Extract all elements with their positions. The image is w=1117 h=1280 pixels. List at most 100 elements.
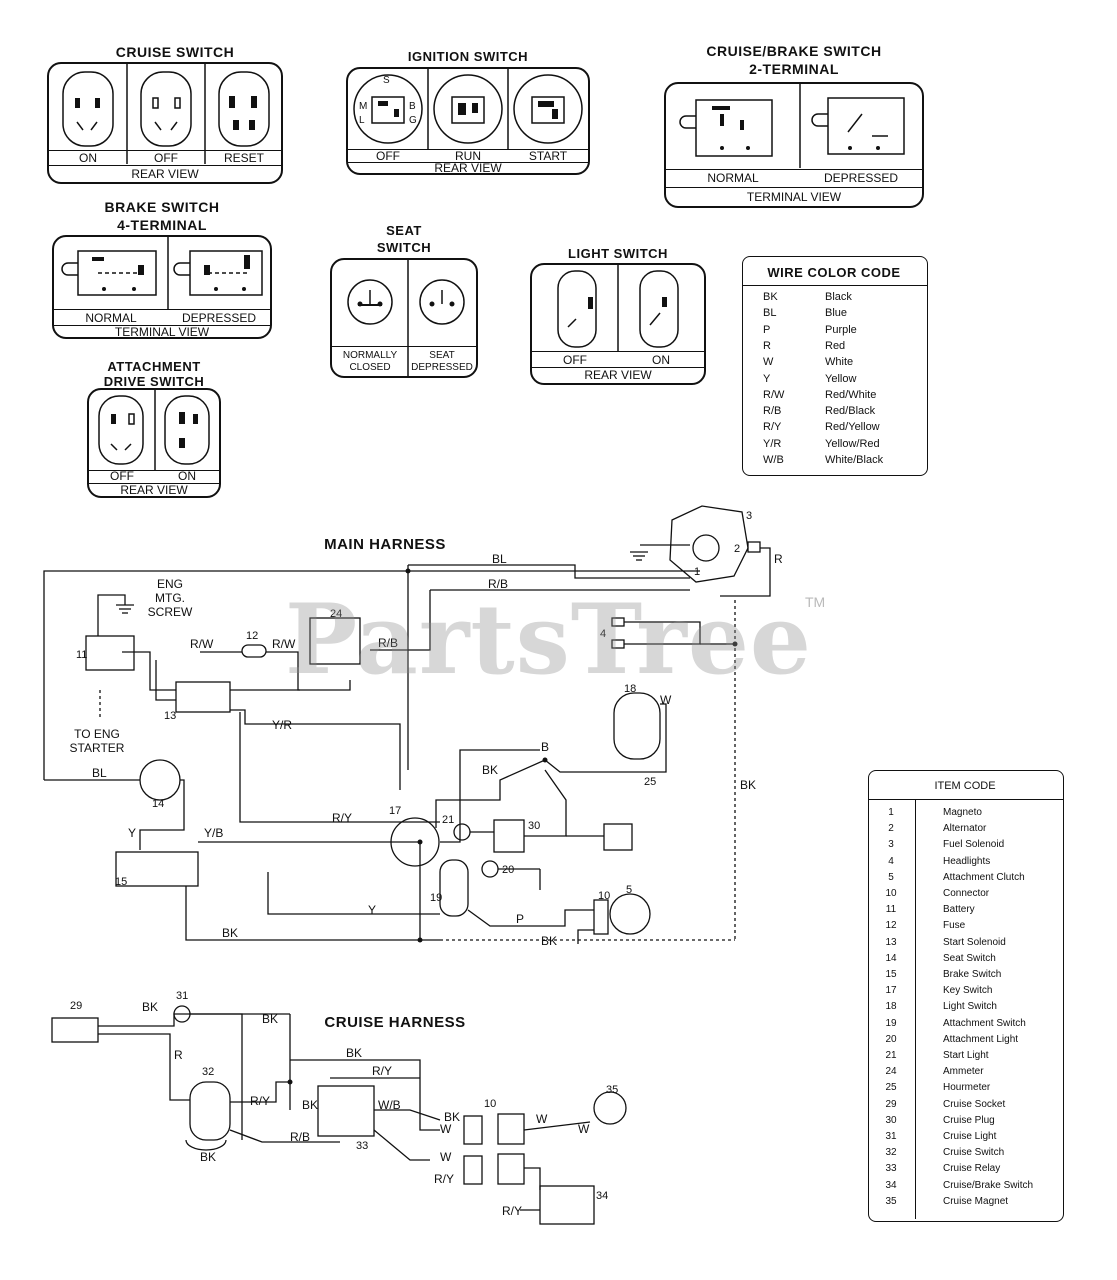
ignition-state-run: RUN [455, 149, 481, 163]
wire-label-bk-right: BK [740, 778, 757, 792]
item-12-label: 12 [246, 630, 259, 642]
seat-switch-symbol [139, 759, 181, 801]
item-code-name: Hourmeter [943, 1082, 991, 1094]
item-code-number: 30 [885, 1114, 897, 1126]
item-14-label: 14 [152, 798, 165, 810]
item-code-name: Connector [943, 888, 990, 899]
wire-color-code: R/Y [763, 421, 782, 434]
eng-mtg-label-3: SCREW [147, 605, 193, 619]
wire-color-code: R/B [763, 405, 782, 418]
wire-label-y-bottom: Y [368, 903, 377, 917]
cruise-brake-switch-title-2: 2-TERMINAL [749, 61, 839, 77]
item-code-name: Magneto [943, 807, 982, 818]
item-code-number: 1 [888, 807, 894, 818]
wire-label-rb-mid: R/B [378, 636, 399, 650]
wire-color-code: P [763, 323, 771, 336]
brake-switch-symbol [115, 851, 199, 887]
item-code-name: Cruise Magnet [943, 1195, 1009, 1207]
item-code-number: 19 [885, 1017, 897, 1029]
item-code-number: 3 [888, 839, 894, 851]
wire-yr [230, 709, 401, 790]
ign-terminal-m: M [359, 101, 368, 112]
seat-switch-drawing [347, 260, 465, 376]
wire-r-cruise [98, 1033, 190, 1101]
to-eng-starter-1: TO ENG [74, 727, 120, 741]
item-32-label: 32 [202, 1066, 215, 1078]
cruise-wire-bk-sw: BK [200, 1150, 217, 1164]
seat-state-2-line2: DEPRESSED [411, 362, 473, 373]
item-code-name: Light Switch [943, 1001, 997, 1013]
cruise-wire-bk2: BK [262, 1012, 279, 1026]
item-code-name: Fuel Solenoid [943, 839, 1005, 851]
item-code-name: Brake Switch [943, 969, 1002, 980]
wire-label-b: B [541, 740, 550, 754]
item-34-label: 34 [596, 1190, 609, 1202]
item-code-name: Attachment Switch [943, 1017, 1026, 1029]
cruise-wire-ry4: R/Y [502, 1204, 523, 1218]
item-25-label: 25 [644, 776, 657, 788]
cruise-wire-w2: W [536, 1112, 548, 1126]
item-31-label: 31 [176, 990, 189, 1002]
wire-color-name: White/Black [825, 454, 884, 466]
item-code-number: 20 [885, 1033, 897, 1045]
item-code-number: 25 [885, 1082, 897, 1094]
cruise-wire-bk1: BK [142, 1000, 159, 1014]
wire-color-code: W [763, 356, 774, 369]
ignition-switch-drawing [353, 69, 583, 149]
engine-flywheel [692, 534, 720, 562]
engine-outline [669, 505, 749, 583]
item-code-name: Alternator [943, 823, 987, 835]
wire-color-code: BL [763, 307, 777, 320]
seat-state-2-line1: SEAT [429, 350, 455, 361]
cruise-switch-panel: ON OFF RESET REAR VIEW [47, 62, 283, 184]
ignition-view: REAR VIEW [434, 161, 502, 175]
item-code-name: Cruise Socket [943, 1098, 1006, 1110]
wire-label-rw-2: R/W [272, 637, 296, 651]
item-code-name: Seat Switch [943, 952, 996, 964]
ammeter [309, 617, 361, 665]
wire-bk-cruise-2 [290, 1059, 440, 1131]
wire-headlights [624, 621, 701, 645]
wire-key-to-b [440, 749, 540, 843]
wire-bk-bottom [185, 886, 440, 941]
hourmeter [603, 823, 633, 851]
item-code-name: Cruise/Brake Switch [943, 1179, 1034, 1191]
wire-ry [239, 712, 440, 823]
attachment-switch-drawing [98, 390, 210, 470]
item-code-number: 31 [885, 1131, 897, 1142]
cruise-wire-ry3: R/Y [434, 1172, 455, 1186]
wire-label-rb-top: R/B [488, 577, 509, 591]
attachment-switch-title-1: ATTACHMENT [107, 359, 201, 374]
wire-rb-cruise [229, 1129, 340, 1143]
wire-color-name: Purple [825, 323, 857, 336]
attachment-switch-symbol [439, 859, 469, 917]
wire-label-p: P [516, 912, 525, 926]
item-code-title: ITEM CODE [934, 780, 996, 792]
cruise-wire-wb: W/B [378, 1098, 401, 1112]
item-10-label: 10 [598, 890, 611, 902]
wire-color-code: R [763, 339, 771, 352]
item-1-label: 1 [694, 566, 701, 578]
item-code-name: Start Solenoid [943, 936, 1006, 948]
light-state-off: OFF [563, 353, 587, 367]
item-code-number: 24 [885, 1066, 897, 1078]
wire-label-bk-mid: BK [482, 763, 499, 777]
item-code-number: 32 [885, 1147, 897, 1159]
item-code-name: Cruise Plug [943, 1114, 995, 1126]
wire-color-name: Black [825, 291, 852, 303]
wire-color-name: Yellow/Red [825, 437, 880, 450]
wire-label-bk-bottom-2: BK [541, 934, 558, 948]
wire-label-rw-1: R/W [190, 637, 214, 651]
brake-state-normal: NORMAL [85, 311, 137, 325]
cruise-relay-symbol [317, 1085, 375, 1137]
light-view: REAR VIEW [584, 368, 652, 382]
item-18-label: 18 [624, 683, 637, 695]
wire-label-yb: Y/B [204, 826, 224, 840]
wire-ry-cruise-3 [373, 1129, 430, 1161]
wire-w-light [544, 703, 667, 773]
attachment-state-off: OFF [110, 469, 134, 483]
cruise-wire-bk3: BK [346, 1046, 363, 1060]
item-3-label: 3 [746, 510, 753, 522]
ign-terminal-s: S [383, 75, 390, 86]
cruise-wire-w3: W [578, 1122, 590, 1136]
